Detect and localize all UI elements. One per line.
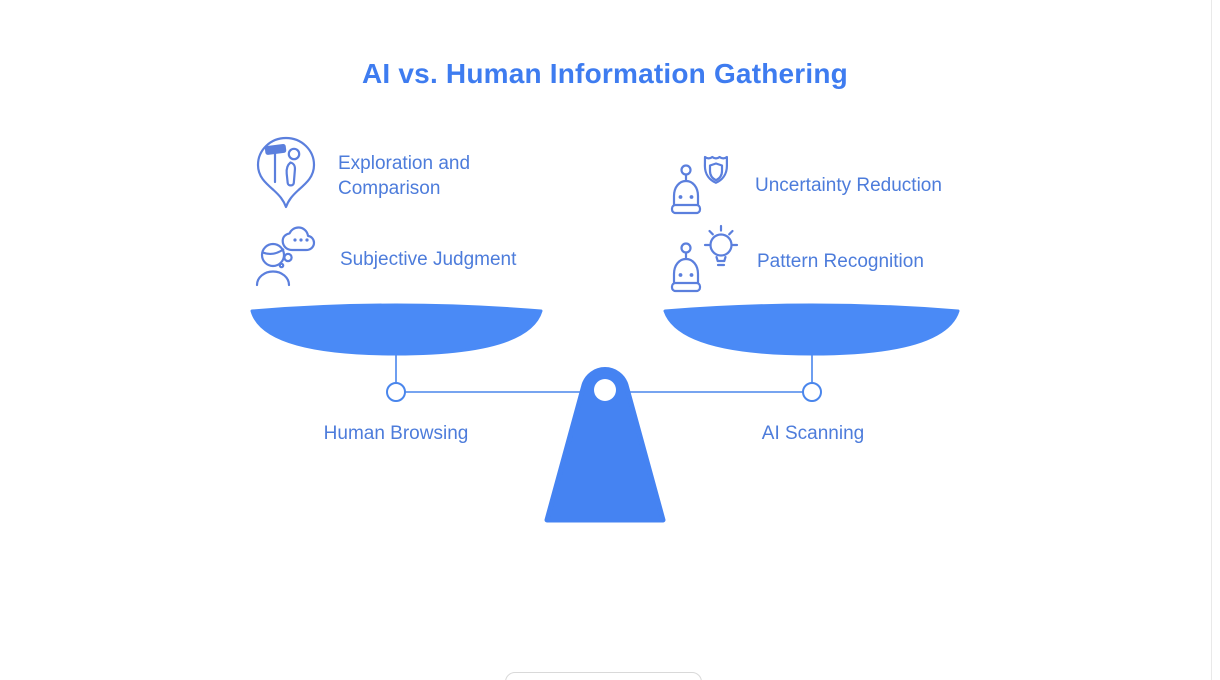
right-pivot-joint bbox=[802, 382, 822, 402]
robot-lightbulb-icon bbox=[665, 224, 741, 299]
balance-scale bbox=[250, 303, 960, 523]
fulcrum bbox=[544, 367, 666, 523]
left-side-label: Human Browsing bbox=[323, 423, 469, 444]
feature-uncertainty-reduction: Uncertainty Reduction bbox=[665, 146, 942, 225]
feature-exploration-comparison: Exploration and Comparison bbox=[252, 134, 490, 217]
feature-label: Pattern Recognition bbox=[757, 251, 924, 272]
feature-label: Subjective Judgment bbox=[340, 249, 517, 270]
right-pan bbox=[663, 303, 960, 356]
right-edge-divider bbox=[1211, 0, 1212, 680]
bottom-panel-handle[interactable] bbox=[505, 672, 702, 680]
feature-label: Exploration and Comparison bbox=[338, 152, 471, 199]
feature-pattern-recognition: Pattern Recognition bbox=[665, 224, 924, 299]
left-pivot-joint bbox=[386, 382, 406, 402]
explorer-pin-icon bbox=[252, 134, 320, 217]
robot-shield-icon bbox=[665, 146, 739, 225]
right-side-label: AI Scanning bbox=[761, 423, 865, 444]
page-title: AI vs. Human Information Gathering bbox=[362, 58, 848, 89]
fulcrum-hole bbox=[594, 379, 616, 401]
left-pan bbox=[250, 303, 543, 356]
feature-subjective-judgment: Subjective Judgment bbox=[250, 224, 516, 295]
feature-label: Uncertainty Reduction bbox=[755, 175, 942, 196]
person-thinking-icon bbox=[250, 224, 322, 295]
